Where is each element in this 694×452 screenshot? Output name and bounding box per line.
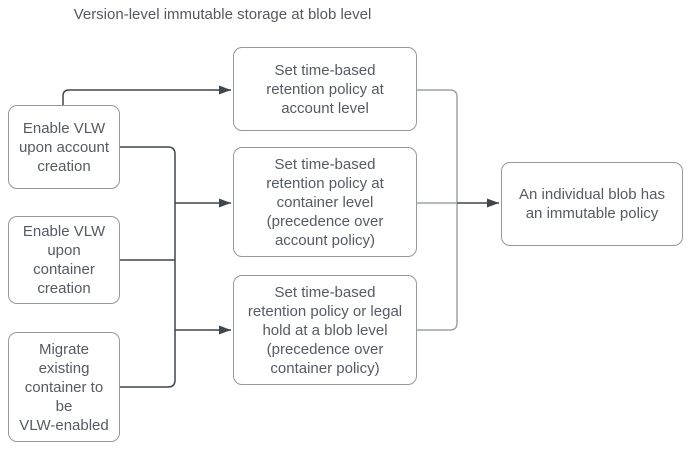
node-retention-policy-account: Set time-based retention policy at accou… xyxy=(233,47,417,131)
node-retention-policy-blob: Set time-based retention policy or legal… xyxy=(233,275,417,385)
node-blob-immutable-policy: An individual blob has an immutable poli… xyxy=(501,162,683,246)
node-enable-vlw-account-label: Enable VLW upon account creation xyxy=(18,119,110,175)
node-blob-immutable-policy-label: An individual blob has an immutable poli… xyxy=(519,186,665,222)
node-retention-policy-account-label: Set time-based retention policy at accou… xyxy=(266,61,384,117)
node-enable-vlw-container: Enable VLW upon container creation xyxy=(8,216,120,304)
node-retention-policy-container-label: Set time-based retention policy at conta… xyxy=(266,155,384,249)
node-retention-policy-container: Set time-based retention policy at conta… xyxy=(233,147,417,257)
node-migrate-existing-container-label: Migrate existing container to be VLW-ena… xyxy=(19,340,109,434)
node-migrate-existing-container: Migrate existing container to be VLW-ena… xyxy=(8,332,120,442)
node-enable-vlw-container-label: Enable VLW upon container creation xyxy=(22,223,106,297)
connector-enable-account-to-account-policy xyxy=(62,85,231,105)
node-enable-vlw-account: Enable VLW upon account creation xyxy=(8,105,120,189)
diagram-title: Version-level immutable storage at blob … xyxy=(73,6,372,23)
node-retention-policy-blob-label: Set time-based retention policy or legal… xyxy=(247,283,403,377)
connector-left-merge-bus xyxy=(120,146,176,388)
connector-account-policy-to-merge xyxy=(417,89,458,331)
